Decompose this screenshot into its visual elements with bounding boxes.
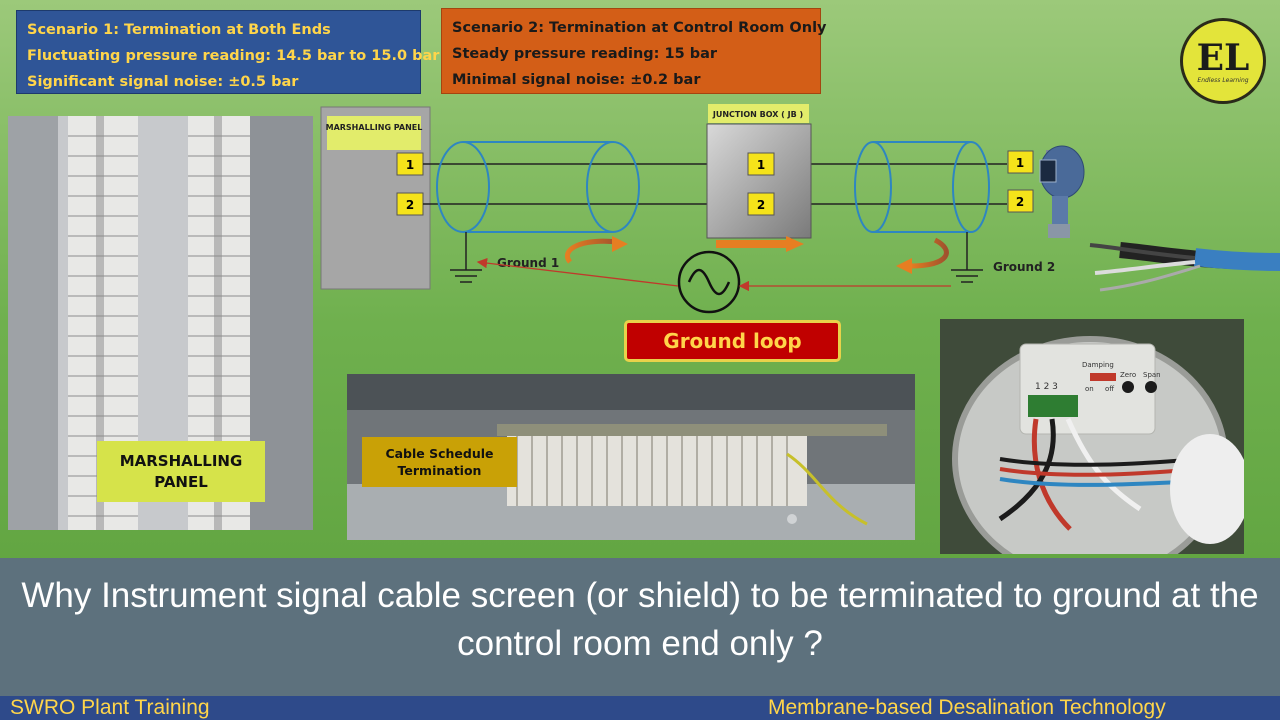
terminal-2-jb bbox=[747, 192, 775, 216]
marshalling-panel-title: MARSHALLING PANEL bbox=[326, 123, 423, 132]
terminal-1-right bbox=[1007, 150, 1034, 174]
main-question: Why Instrument signal cable screen (or s… bbox=[21, 576, 1259, 663]
terminal-1-jb-label: 1 bbox=[757, 158, 765, 172]
scenario-1-noise: Significant signal noise: ±0.5 bar bbox=[27, 74, 299, 90]
terminal-1-right-label: 1 bbox=[1016, 156, 1024, 170]
footer-topic: Membrane-based Desalination Technology bbox=[768, 696, 1166, 719]
grounding-diagram: MARSHALLING PANEL 1 2 JUNCTION BOX ( JB … bbox=[320, 104, 1280, 314]
current-arrow-left bbox=[565, 238, 619, 264]
terminal-1-jb bbox=[747, 152, 775, 176]
junction-box bbox=[706, 123, 812, 239]
junction-box-title: JUNCTION BOX ( JB ) bbox=[712, 110, 803, 119]
tx-terminal-numbers: 1 2 3 bbox=[1035, 382, 1058, 392]
scenario-2-box: Scenario 2: Termination at Control Room … bbox=[441, 8, 827, 94]
scenario-1-title: Scenario 1: Termination at Both Ends bbox=[27, 22, 331, 38]
current-arrow-right bbox=[909, 237, 949, 269]
terminal-2-right-label: 2 bbox=[1016, 195, 1024, 209]
ground-loop-badge: Ground loop bbox=[624, 320, 841, 362]
shielded-cable-icon bbox=[1089, 242, 1280, 292]
logo-caption: Endless Learning bbox=[1197, 76, 1249, 84]
ground-2-label: Ground 2 bbox=[993, 260, 1055, 274]
tx-damping-label: Damping bbox=[1082, 361, 1114, 369]
terminal-2-jb-label: 2 bbox=[757, 198, 765, 212]
scenario-2-noise: Minimal signal noise: ±0.2 bar bbox=[452, 72, 701, 88]
scenario-1-pressure: Fluctuating pressure reading: 14.5 bar t… bbox=[27, 48, 440, 64]
tx-zero-label: Zero bbox=[1120, 371, 1136, 379]
terminal-2-right bbox=[1007, 189, 1034, 213]
junction-box-title-bg bbox=[708, 104, 809, 123]
question-band bbox=[0, 558, 1280, 696]
current-arrow-middle bbox=[716, 240, 786, 248]
footer-course-title: SWRO Plant Training bbox=[10, 696, 210, 719]
marshalling-panel-title-bg bbox=[327, 116, 421, 150]
cable-shield-left bbox=[436, 141, 640, 233]
logo: EL Endless Learning bbox=[1180, 18, 1266, 104]
marshalling-panel-label: MARSHALLING PANEL bbox=[97, 441, 265, 502]
transmitter-terminal-illustration: 1 2 3 Damping on off Zero Span bbox=[940, 319, 1244, 554]
terminal-2-left-label: 2 bbox=[406, 198, 414, 212]
tx-on-label: on bbox=[1085, 385, 1094, 393]
cable-shield-right bbox=[854, 141, 990, 233]
footer-bar bbox=[0, 696, 1280, 720]
scenario-2-title: Scenario 2: Termination at Control Room … bbox=[452, 20, 827, 36]
cable-schedule-label: Cable Schedule Termination bbox=[362, 437, 517, 487]
pressure-transmitter-icon bbox=[1039, 145, 1085, 238]
tx-off-label: off bbox=[1105, 385, 1114, 393]
tx-span-label: Span bbox=[1143, 371, 1161, 379]
terminal-1-left-label: 1 bbox=[406, 158, 414, 172]
loop-path-left bbox=[476, 257, 679, 287]
scenario-1-box: Scenario 1: Termination at Both Ends Flu… bbox=[16, 10, 440, 94]
logo-mark: EL bbox=[1196, 36, 1250, 79]
scenario-2-pressure: Steady pressure reading: 15 bar bbox=[452, 46, 718, 62]
transmitter-terminal-photo: 1 2 3 Damping on off Zero Span bbox=[940, 319, 1244, 554]
ground-1-symbol bbox=[450, 232, 482, 283]
ground-2-symbol bbox=[951, 232, 983, 283]
